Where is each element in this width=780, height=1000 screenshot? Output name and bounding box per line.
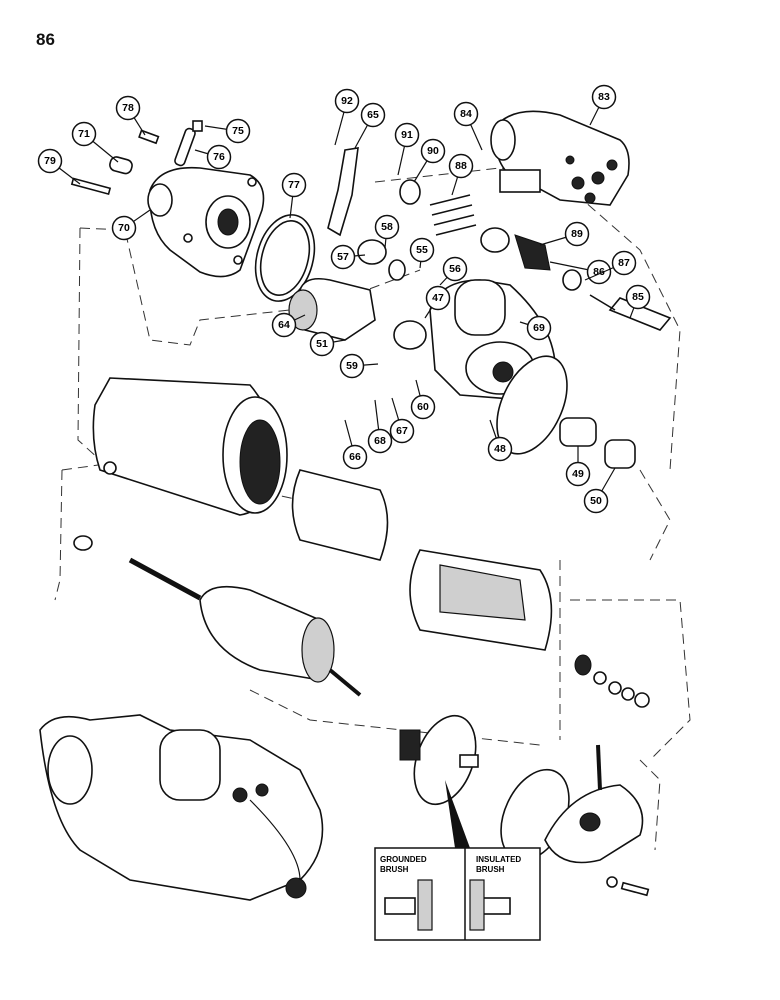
callout-labels: 92 65 84 83 78 75 71 76 91 90 88 79 70 77 89 86 58 55 57 56… [37,84,651,514]
callout-circle [394,122,420,148]
callout-number-85: 85 [632,291,644,303]
callout-circle [374,214,400,240]
callout-number-78: 78 [122,102,134,114]
callout-circle [591,84,617,110]
callout-number-68: 68 [374,435,386,447]
callout-number-90: 90 [427,145,439,157]
callout-circle [442,256,468,282]
callout-circle [111,215,137,241]
callout-number-89: 89 [571,228,583,240]
callout-number-87: 87 [618,257,630,269]
callout-number-75: 75 [232,125,244,137]
callout-circle [367,428,393,454]
callout-circle [409,237,435,263]
callout-number-56: 56 [449,263,461,275]
brush-holder [399,714,479,806]
callout-circle [225,118,251,144]
callout-circle [115,95,141,121]
callout-circle [583,488,609,514]
commutator-end-frame [500,744,644,864]
callout-number-65: 65 [367,109,379,121]
callout-number-92: 92 [341,95,353,107]
callout-number-84: 84 [460,108,472,120]
inset-grounded-label-1: GROUNDED [380,855,427,864]
callout-number-59: 59 [346,360,358,372]
solenoid-assembly [490,110,630,206]
callout-circle [565,461,591,487]
callout-number-57: 57 [337,251,349,263]
callout-circle [448,153,474,179]
callout-number-71: 71 [78,128,90,140]
pole-shoe [291,469,389,561]
callout-circle [425,285,451,311]
shift-lever [327,147,359,237]
callout-circle [309,331,335,357]
callout-number-48: 48 [494,443,506,455]
assembled-starter [39,714,324,901]
callout-circle [71,121,97,147]
callout-number-91: 91 [401,129,413,141]
callout-number-76: 76 [213,151,225,163]
drive-end-housing [147,166,265,278]
callout-circle [330,244,356,270]
bushing-50 [604,439,636,469]
field-coil [409,549,553,651]
armature [128,557,362,697]
callout-number-50: 50 [590,495,602,507]
callout-circle [453,101,479,127]
plunger-spring-group [399,179,672,331]
callout-number-47: 47 [432,292,444,304]
callout-circle [360,102,386,128]
inset-insulated-label-2: BRUSH [476,865,505,874]
callout-number-69: 69 [533,322,545,334]
callout-circle [611,250,637,276]
callout-circle [206,144,232,170]
inset-grounded-label-2: BRUSH [380,865,409,874]
callout-number-77: 77 [288,179,300,191]
callout-number-49: 49 [572,468,584,480]
pinion-clutch [288,239,427,350]
page-number: 86 [36,30,55,49]
callout-circle [342,444,368,470]
callout-number-79: 79 [44,155,56,167]
callout-circle [625,284,651,310]
inset-insulated-label-1: INSULATED [476,855,521,864]
callout-number-60: 60 [417,401,429,413]
callout-number-70: 70 [118,222,130,234]
callout-circle [389,418,415,444]
callout-circle [586,259,612,285]
callout-circle [564,221,590,247]
callout-circle [339,353,365,379]
small-fasteners-upper-left [70,120,203,196]
callout-number-83: 83 [598,91,610,103]
callout-circle [526,315,552,341]
bushing-49 [559,417,597,447]
callout-circle [281,172,307,198]
callout-number-86: 86 [593,266,605,278]
field-frame [92,377,288,516]
callout-number-88: 88 [455,160,467,172]
callout-circle [271,312,297,338]
callout-number-66: 66 [349,451,361,463]
callout-circle [410,394,436,420]
callout-number-55: 55 [416,244,428,256]
terminal-hardware [73,461,650,897]
callout-circle [420,138,446,164]
callout-circle [37,148,63,174]
callout-circle [334,88,360,114]
brush-inset: GROUNDED BRUSH INSULATED BRUSH [374,780,541,941]
callout-number-67: 67 [396,425,408,437]
callout-number-58: 58 [381,221,393,233]
callout-number-64: 64 [278,319,290,331]
callout-circle [487,436,513,462]
callout-number-51: 51 [316,338,328,350]
